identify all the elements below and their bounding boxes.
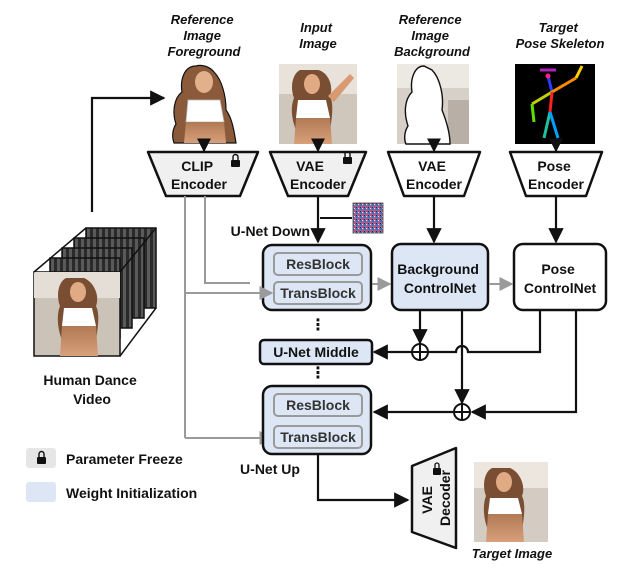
legend-init-swatch: [26, 482, 56, 502]
ref-fg-label: Reference Image Foreground: [168, 12, 242, 59]
up-transblock-label: TransBlock: [280, 429, 356, 445]
ref-fg-image: [172, 64, 237, 144]
vae-decoder-label: VAE Decoder: [419, 469, 453, 526]
pose-encoder: Pose Encoder: [508, 150, 604, 198]
arrow-unet-up-to-decoder: [316, 455, 410, 508]
pose-controlnet: [512, 242, 608, 312]
pose-skeleton-label: Target Pose Skeleton: [516, 20, 605, 51]
arrow-pose-controlnet-to-lower-plus: [470, 310, 578, 420]
unet-middle-label: U-Net Middle: [273, 344, 359, 360]
background-controlnet-label: Background ControlNet: [397, 261, 483, 296]
unet-down-label: U-Net Down: [231, 223, 310, 239]
lock-icon: [343, 150, 352, 164]
pose-controlnet-label: Pose ControlNet: [524, 261, 597, 296]
lock-icon: [231, 153, 240, 167]
dots-upper: ⋮: [310, 317, 326, 334]
noise-icon: [352, 202, 384, 234]
svg-text:VAE Encoder: VAE Encoder: [406, 158, 463, 192]
vae-decoder: [410, 446, 458, 550]
clip-encoder: CLIP Encoder: [146, 150, 260, 198]
up-resblock-label: ResBlock: [286, 397, 350, 413]
svg-text:CLIP Encoder: CLIP Encoder: [171, 158, 228, 192]
ref-bg-label: Reference Image Background: [394, 12, 471, 59]
unet-up-block: [261, 384, 373, 456]
down-resblock-label: ResBlock: [286, 256, 350, 272]
target-image-label: Target Image: [472, 546, 552, 561]
input-image: [279, 64, 357, 144]
vae-bg-encoder: VAE Encoder: [386, 150, 482, 198]
legend-freeze-label: Parameter Freeze: [66, 451, 183, 467]
clip-to-unet-path: [204, 196, 250, 284]
svg-text:VAE Encoder: VAE Encoder: [290, 158, 347, 192]
unet-down-block: [261, 243, 373, 312]
vae-encoder: VAE Encoder: [268, 150, 368, 198]
down-transblock-label: TransBlock: [280, 285, 356, 301]
legend-freeze-swatch: [26, 448, 56, 468]
arrow-pose-controlnet-to-plus: [429, 310, 542, 354]
svg-text:Pose Encoder: Pose Encoder: [528, 158, 585, 192]
lock-icon: [433, 462, 441, 475]
human-dance-video-stack: [33, 227, 157, 357]
ref-bg-image: [397, 64, 469, 145]
pose-skeleton-image: [515, 64, 595, 144]
arrow-video-to-ref-fg: [90, 90, 166, 212]
human-dance-video-label: Human Dance Video: [43, 372, 140, 407]
input-image-label: Input Image: [299, 20, 337, 51]
plus-circle-icon: [411, 343, 429, 361]
dots-lower: ⋮: [310, 365, 326, 382]
target-image: [474, 462, 548, 542]
background-controlnet: [390, 242, 490, 312]
unet-up-label: U-Net Up: [240, 461, 300, 477]
legend-init-label: Weight Initialization: [66, 485, 197, 501]
plus-circle-icon: [453, 403, 471, 421]
unet-middle-block: [258, 338, 374, 366]
